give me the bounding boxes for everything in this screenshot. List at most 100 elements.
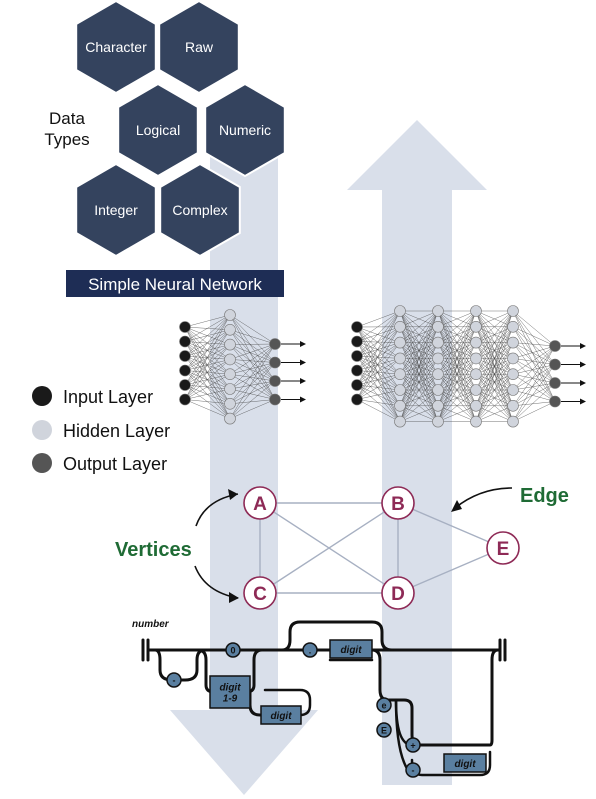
token-e-lower: e bbox=[376, 697, 392, 713]
nn-connection bbox=[512, 310, 556, 384]
hexagon-shape bbox=[158, 0, 240, 95]
hexagon-label: Character bbox=[85, 39, 147, 55]
railroad-track bbox=[280, 620, 394, 652]
graph-vertex: A bbox=[243, 486, 277, 520]
nn-connection bbox=[229, 343, 276, 360]
nn-connection bbox=[356, 355, 401, 422]
out-node bbox=[269, 356, 281, 369]
nn-connection bbox=[356, 399, 401, 407]
hid-node bbox=[224, 383, 236, 395]
edge-arrow bbox=[454, 487, 513, 509]
token-digit: digit bbox=[260, 705, 302, 725]
nn-connection bbox=[512, 310, 556, 347]
railroad-oval-label: - bbox=[412, 766, 415, 776]
hexagon-label: Numeric bbox=[219, 122, 271, 138]
nn-connection bbox=[229, 388, 276, 400]
hexagon-label: Integer bbox=[94, 202, 138, 218]
hid-node bbox=[470, 320, 482, 333]
railroad-box bbox=[260, 705, 302, 725]
vertex-letter: A bbox=[253, 494, 267, 515]
nn-connection bbox=[399, 342, 439, 422]
in-node bbox=[179, 350, 191, 362]
nn-connection bbox=[475, 358, 514, 422]
nn-connection bbox=[356, 342, 401, 357]
nn-connection bbox=[512, 382, 556, 391]
railroad-box bbox=[209, 675, 251, 709]
out-node bbox=[549, 358, 561, 371]
out-node bbox=[269, 338, 281, 350]
hexagon-shape bbox=[75, 0, 157, 95]
nn-connection bbox=[512, 364, 556, 422]
vertices-label: Vertices bbox=[115, 539, 192, 561]
nn-connection bbox=[399, 310, 439, 406]
nn-connection bbox=[512, 342, 556, 402]
nn-connection bbox=[475, 310, 514, 422]
nn-connection bbox=[399, 374, 439, 422]
hid-node bbox=[432, 384, 444, 396]
hid-node bbox=[394, 415, 406, 428]
down-arrow bbox=[170, 150, 318, 795]
graph-edge bbox=[397, 547, 504, 594]
hid-node bbox=[394, 384, 406, 396]
nn-connection bbox=[184, 388, 231, 400]
railroad-oval-label: 0 bbox=[230, 646, 235, 656]
railroad-box-label: digit bbox=[454, 759, 476, 770]
simple-network bbox=[179, 309, 306, 425]
railroad-title: number bbox=[132, 619, 170, 630]
in-node bbox=[351, 393, 363, 406]
nn-connection bbox=[512, 342, 556, 365]
nn-connection bbox=[229, 380, 276, 405]
hid-node bbox=[432, 368, 444, 381]
nn-connection bbox=[184, 359, 231, 400]
nn-connection bbox=[475, 310, 514, 343]
hid-node bbox=[224, 368, 236, 381]
nn-connection bbox=[356, 370, 401, 406]
data-type-hexagon: Logical bbox=[117, 82, 199, 178]
vertex-letter: B bbox=[391, 494, 405, 515]
nn-connection bbox=[475, 405, 514, 422]
nn-connection bbox=[437, 310, 477, 343]
nn-connection bbox=[356, 310, 401, 386]
nn-connection bbox=[437, 310, 477, 328]
vertices-arrowhead-down bbox=[229, 592, 239, 603]
nn-connection bbox=[229, 314, 276, 382]
hid-node bbox=[432, 336, 444, 349]
hid-node bbox=[507, 352, 519, 365]
nn-connection bbox=[399, 310, 439, 328]
edge-label: Edge bbox=[520, 485, 569, 507]
hid-node bbox=[432, 305, 444, 317]
nn-connection bbox=[356, 326, 401, 422]
nn-title-bar: Simple Neural Network bbox=[66, 270, 284, 297]
hid-node bbox=[507, 336, 519, 349]
vertex-circle bbox=[486, 531, 520, 565]
nn-connection bbox=[356, 310, 401, 371]
nn-connection bbox=[512, 364, 556, 406]
hid-node bbox=[394, 399, 406, 412]
nn-edges bbox=[356, 310, 556, 422]
nn-connection bbox=[356, 310, 401, 357]
graph-edge bbox=[397, 502, 504, 549]
hid-node bbox=[507, 384, 519, 396]
legend-item: Input Layer bbox=[32, 386, 153, 407]
nn-connection bbox=[356, 341, 401, 422]
nn-connection bbox=[356, 373, 401, 400]
hid-node bbox=[507, 368, 519, 381]
nn-connection bbox=[356, 326, 401, 375]
nn-connection bbox=[437, 310, 477, 359]
in-node bbox=[351, 364, 363, 377]
nn-connection bbox=[229, 314, 276, 345]
railroad-track bbox=[263, 688, 312, 717]
nn-connection bbox=[437, 358, 477, 422]
nn-connection bbox=[356, 326, 401, 343]
nn-edges bbox=[184, 314, 276, 419]
nn-connection bbox=[437, 310, 477, 391]
railroad-oval bbox=[376, 697, 392, 713]
nn-connection bbox=[229, 399, 276, 405]
nn-connection bbox=[512, 358, 556, 384]
nn-connection bbox=[512, 358, 556, 365]
vertex-circle bbox=[243, 576, 277, 610]
nn-connection bbox=[356, 355, 401, 406]
output-arrow-head bbox=[580, 343, 586, 349]
nn-connection bbox=[399, 310, 439, 343]
legend-label: Input Layer bbox=[63, 387, 153, 407]
